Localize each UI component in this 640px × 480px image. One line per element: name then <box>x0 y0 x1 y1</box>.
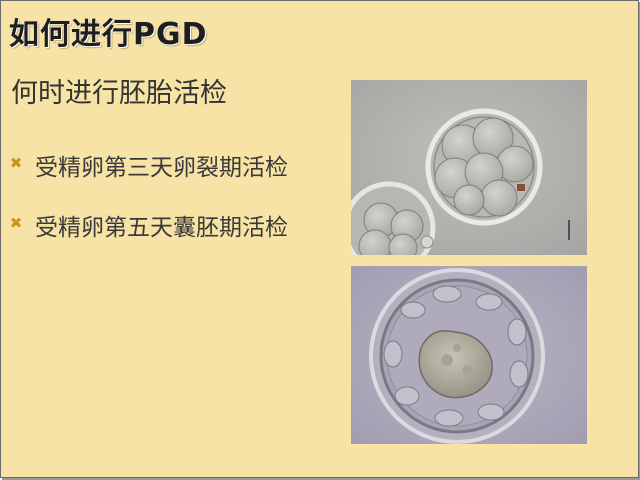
bullet-text: 受精卵第五天囊胚期活检 <box>35 215 288 241</box>
bullet-list: ✖ 受精卵第三天卵裂期活检 ✖ 受精卵第五天囊胚期活检 <box>9 151 309 271</box>
cleavage-embryo-photo <box>351 80 587 255</box>
bullet-item: ✖ 受精卵第三天卵裂期活检 <box>9 151 309 185</box>
blastocyst-photo <box>351 266 587 444</box>
slide-subtitle: 何时进行胚胎活检 <box>11 78 227 109</box>
bullet-item: ✖ 受精卵第五天囊胚期活检 <box>9 211 309 245</box>
bullet-text: 受精卵第三天卵裂期活检 <box>35 155 288 181</box>
x-bullet-icon: ✖ <box>9 154 23 172</box>
slide-title: 如何进行PGD <box>9 17 208 52</box>
x-bullet-icon: ✖ <box>9 214 23 232</box>
